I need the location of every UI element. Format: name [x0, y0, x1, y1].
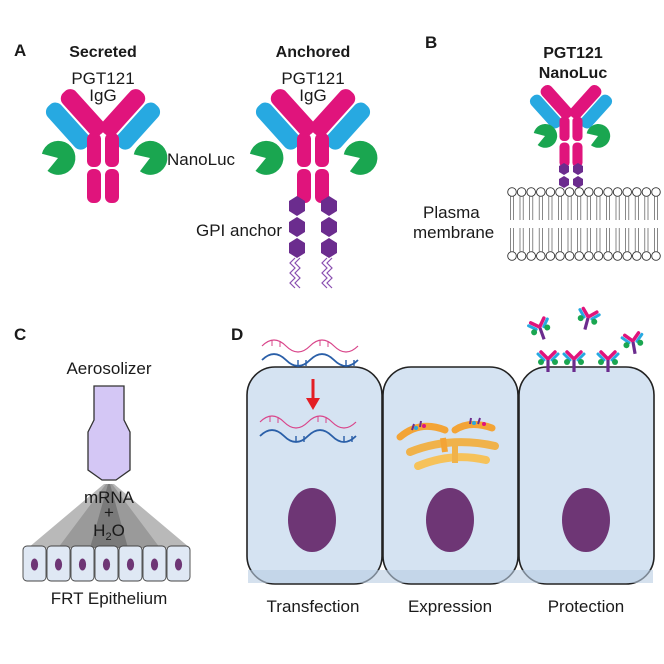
lipid-head — [612, 187, 623, 197]
golgi-apparatus — [396, 417, 499, 470]
lipid-head — [536, 187, 546, 197]
lipid-head — [545, 251, 556, 261]
aerosolizer-label: Aerosolizer — [66, 359, 151, 378]
anchored-antibody-name: PGT121 — [281, 69, 344, 88]
membrane-antibody — [527, 82, 615, 188]
plasma-membrane — [507, 187, 661, 261]
lipid-head — [526, 187, 536, 197]
nanoluc-right — [131, 136, 173, 179]
aerosolizer-device — [87, 385, 131, 481]
lipid-head — [612, 251, 623, 261]
nanoluc-label: NanoLuc — [167, 150, 236, 169]
gpi-anchor-chain — [289, 196, 337, 258]
epithelial-nucleus — [126, 558, 135, 571]
panel-label-c: C — [14, 325, 26, 344]
anchored-title: Anchored — [276, 44, 351, 61]
lipid-head — [632, 187, 642, 197]
panel-label-b: B — [425, 33, 437, 52]
lipid-head — [641, 251, 652, 261]
spray-line-water: H2O — [93, 521, 125, 543]
lipid-head — [632, 251, 642, 261]
panel-b-title-line2: NanoLuc — [539, 65, 608, 82]
lipid-head — [555, 187, 565, 197]
nucleus — [426, 488, 474, 552]
membrane-antibodies — [526, 305, 647, 374]
lipid-head — [651, 251, 661, 261]
panel-b-title-line1: PGT121 — [543, 45, 603, 62]
membrane-label-line2: membrane — [413, 223, 494, 242]
spray-line-plus: + — [104, 503, 114, 522]
nucleus — [562, 488, 610, 552]
lipid-head — [564, 187, 575, 197]
lipid-head — [622, 251, 632, 261]
epithelial-nucleus — [30, 558, 39, 571]
lipid-head — [516, 187, 527, 197]
nanoluc-anchored-right — [341, 136, 383, 179]
panel-label-d: D — [231, 325, 243, 344]
lipid-head — [574, 251, 584, 261]
frt-epithelium-label: FRT Epithelium — [51, 589, 168, 608]
anchored-antibody: Anchored PGT121 IgG GPI anchor — [196, 44, 383, 289]
secreted-title: Secreted — [69, 44, 137, 61]
membrane-label-line1: Plasma — [423, 203, 480, 222]
cell-label-transfection: Transfection — [267, 597, 360, 616]
cell-label-expression: Expression — [408, 597, 492, 616]
lipid-head — [516, 251, 527, 261]
lipid-head — [651, 187, 661, 197]
nucleus — [288, 488, 336, 552]
lipid-head — [574, 187, 584, 197]
lipid-head — [564, 251, 575, 261]
lipid-head — [603, 251, 613, 261]
secreted-antibody-isotype: IgG — [89, 86, 116, 105]
lipid-head — [526, 251, 536, 261]
cell-transfection — [246, 366, 383, 585]
anchored-antibody-isotype: IgG — [299, 86, 326, 105]
epithelial-nucleus — [102, 558, 111, 571]
cell-protection — [518, 366, 655, 585]
lipid-head — [507, 187, 517, 197]
lipid-head — [593, 251, 604, 261]
secreted-antibody: Secreted PGT121 IgG NanoLuc — [39, 44, 236, 203]
lipid-head — [507, 251, 517, 261]
lipid-head — [584, 251, 594, 261]
lipid-head — [641, 187, 652, 197]
aerosol-spray — [28, 484, 190, 548]
mrna-extracellular — [261, 339, 359, 367]
lipid-head — [545, 187, 556, 197]
frt-epithelium-cells — [22, 545, 191, 582]
epithelial-nucleus — [150, 558, 159, 571]
secreted-antibody-name: PGT121 — [71, 69, 134, 88]
epithelial-nucleus — [78, 558, 87, 571]
lipid-head — [622, 187, 632, 197]
lipid-head — [536, 251, 546, 261]
lipid-head — [555, 251, 565, 261]
cell-expression — [382, 366, 519, 585]
epithelial-nucleus — [54, 558, 63, 571]
lipid-head — [584, 187, 594, 197]
lipid-head — [593, 187, 604, 197]
lipid-head — [603, 187, 613, 197]
spray-line-mrna: mRNA — [84, 488, 135, 507]
transfection-arrow — [306, 379, 320, 410]
panel-label-a: A — [14, 41, 26, 60]
cell-label-protection: Protection — [548, 597, 625, 616]
epithelial-nucleus — [174, 558, 183, 571]
gpi-lipid-tails — [289, 257, 333, 289]
gpi-anchor-label: GPI anchor — [196, 221, 282, 240]
